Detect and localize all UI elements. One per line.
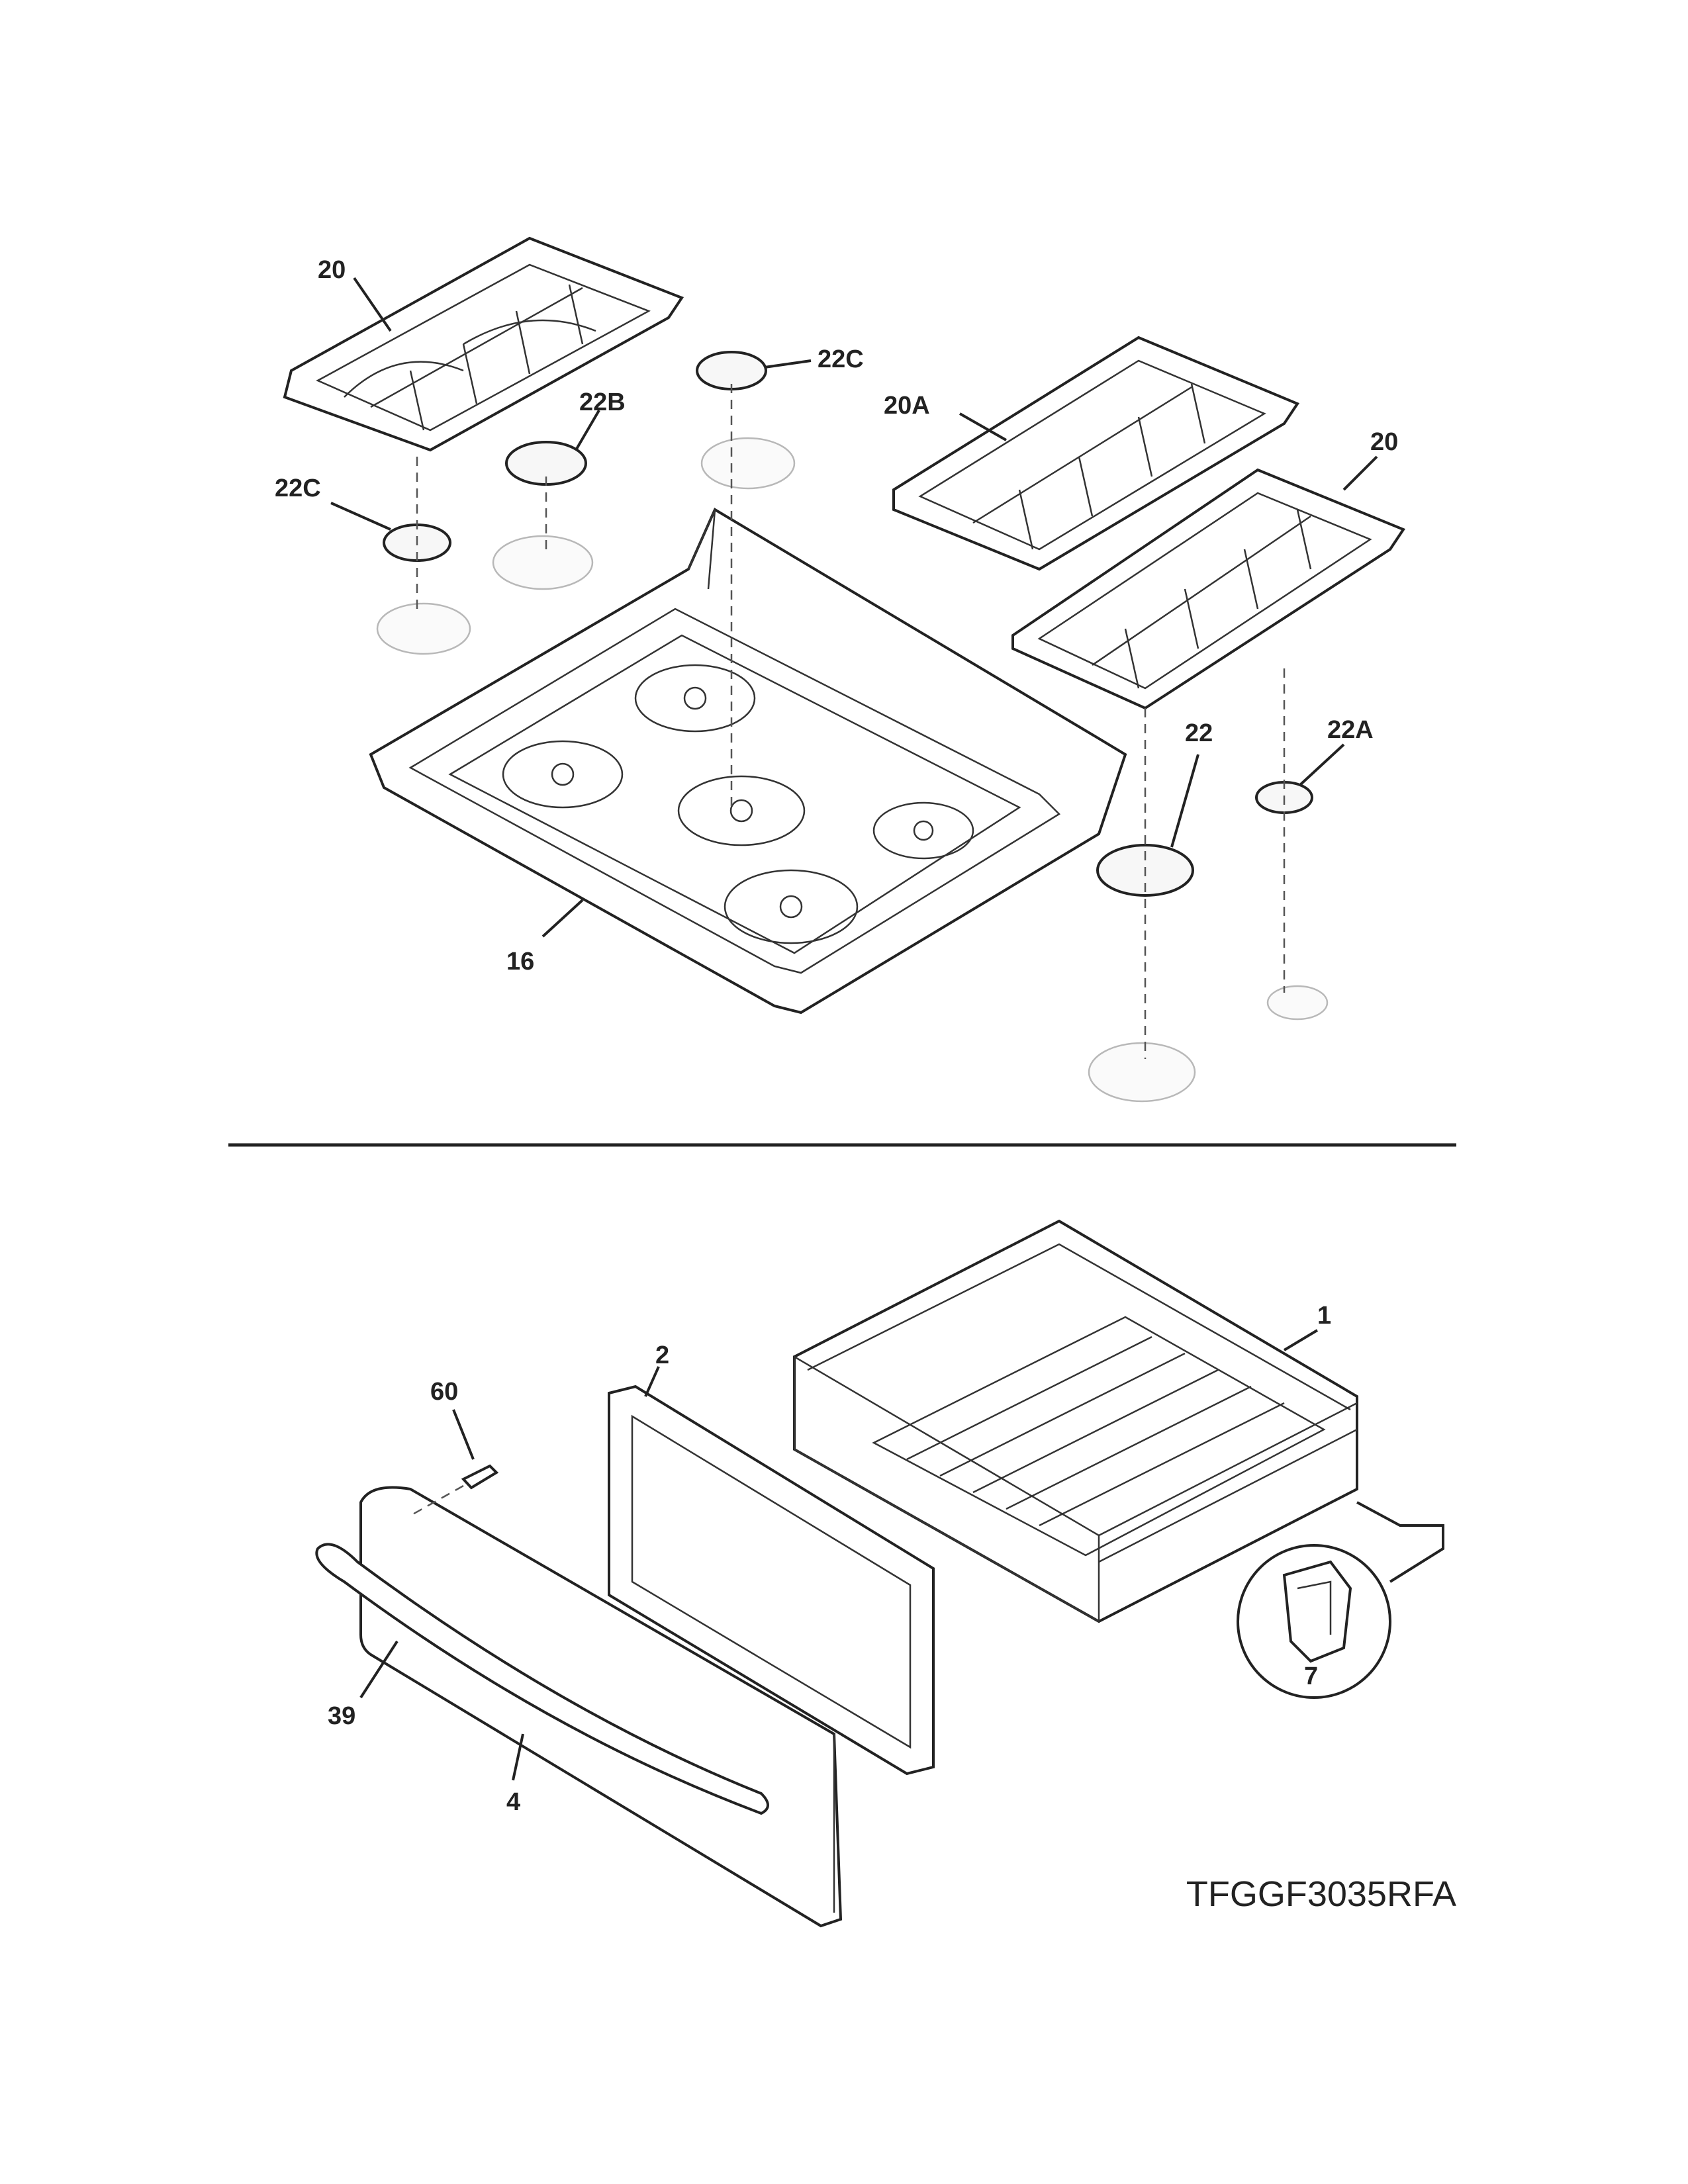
- callout-20-grate-left: 20: [318, 256, 346, 284]
- drawer-body-part-1: [793, 1219, 1358, 1623]
- callout-22: 22: [1185, 719, 1213, 747]
- callout-1-drawer-body: 1: [1317, 1302, 1331, 1330]
- grate-right-part-20: [1011, 468, 1406, 710]
- callout-20-grate-right: 20: [1370, 428, 1398, 456]
- burner-caps: [383, 351, 1313, 897]
- callout-22b: 22B: [579, 388, 626, 416]
- callout-22c-left: 22C: [275, 475, 321, 502]
- callout-16-cooktop: 16: [506, 948, 534, 976]
- callout-20a-grate-center: 20A: [884, 392, 930, 420]
- drawer-panel-part-2: [608, 1385, 935, 1776]
- leader-lines-top: [330, 277, 1378, 938]
- grate-left-part-20: [283, 236, 684, 452]
- handle-part-39: [315, 1543, 769, 1815]
- clip-inset-part-7: [1237, 1501, 1444, 1699]
- alignment-lines: [416, 384, 1286, 1059]
- callout-22a: 22A: [1327, 716, 1374, 744]
- callout-60-screw: 60: [430, 1378, 458, 1406]
- callout-4-drawer-front: 4: [506, 1788, 520, 1816]
- callout-22c-top: 22C: [818, 345, 864, 373]
- screw-part-60: [410, 1464, 499, 1517]
- callout-2-drawer-panel: 2: [655, 1342, 669, 1369]
- callout-7-clip: 7: [1304, 1662, 1318, 1690]
- drawer-front-part-4: [359, 1486, 843, 1928]
- grate-center-part-20a: [892, 336, 1300, 571]
- cooktop-part-16: [369, 508, 1127, 1015]
- leader-lines-bottom: [359, 1329, 1319, 1781]
- model-number: TFGGF3035RFA: [1186, 1874, 1456, 1914]
- callout-39-handle: 39: [328, 1702, 355, 1730]
- ghost-burner-heads: [376, 437, 1329, 1103]
